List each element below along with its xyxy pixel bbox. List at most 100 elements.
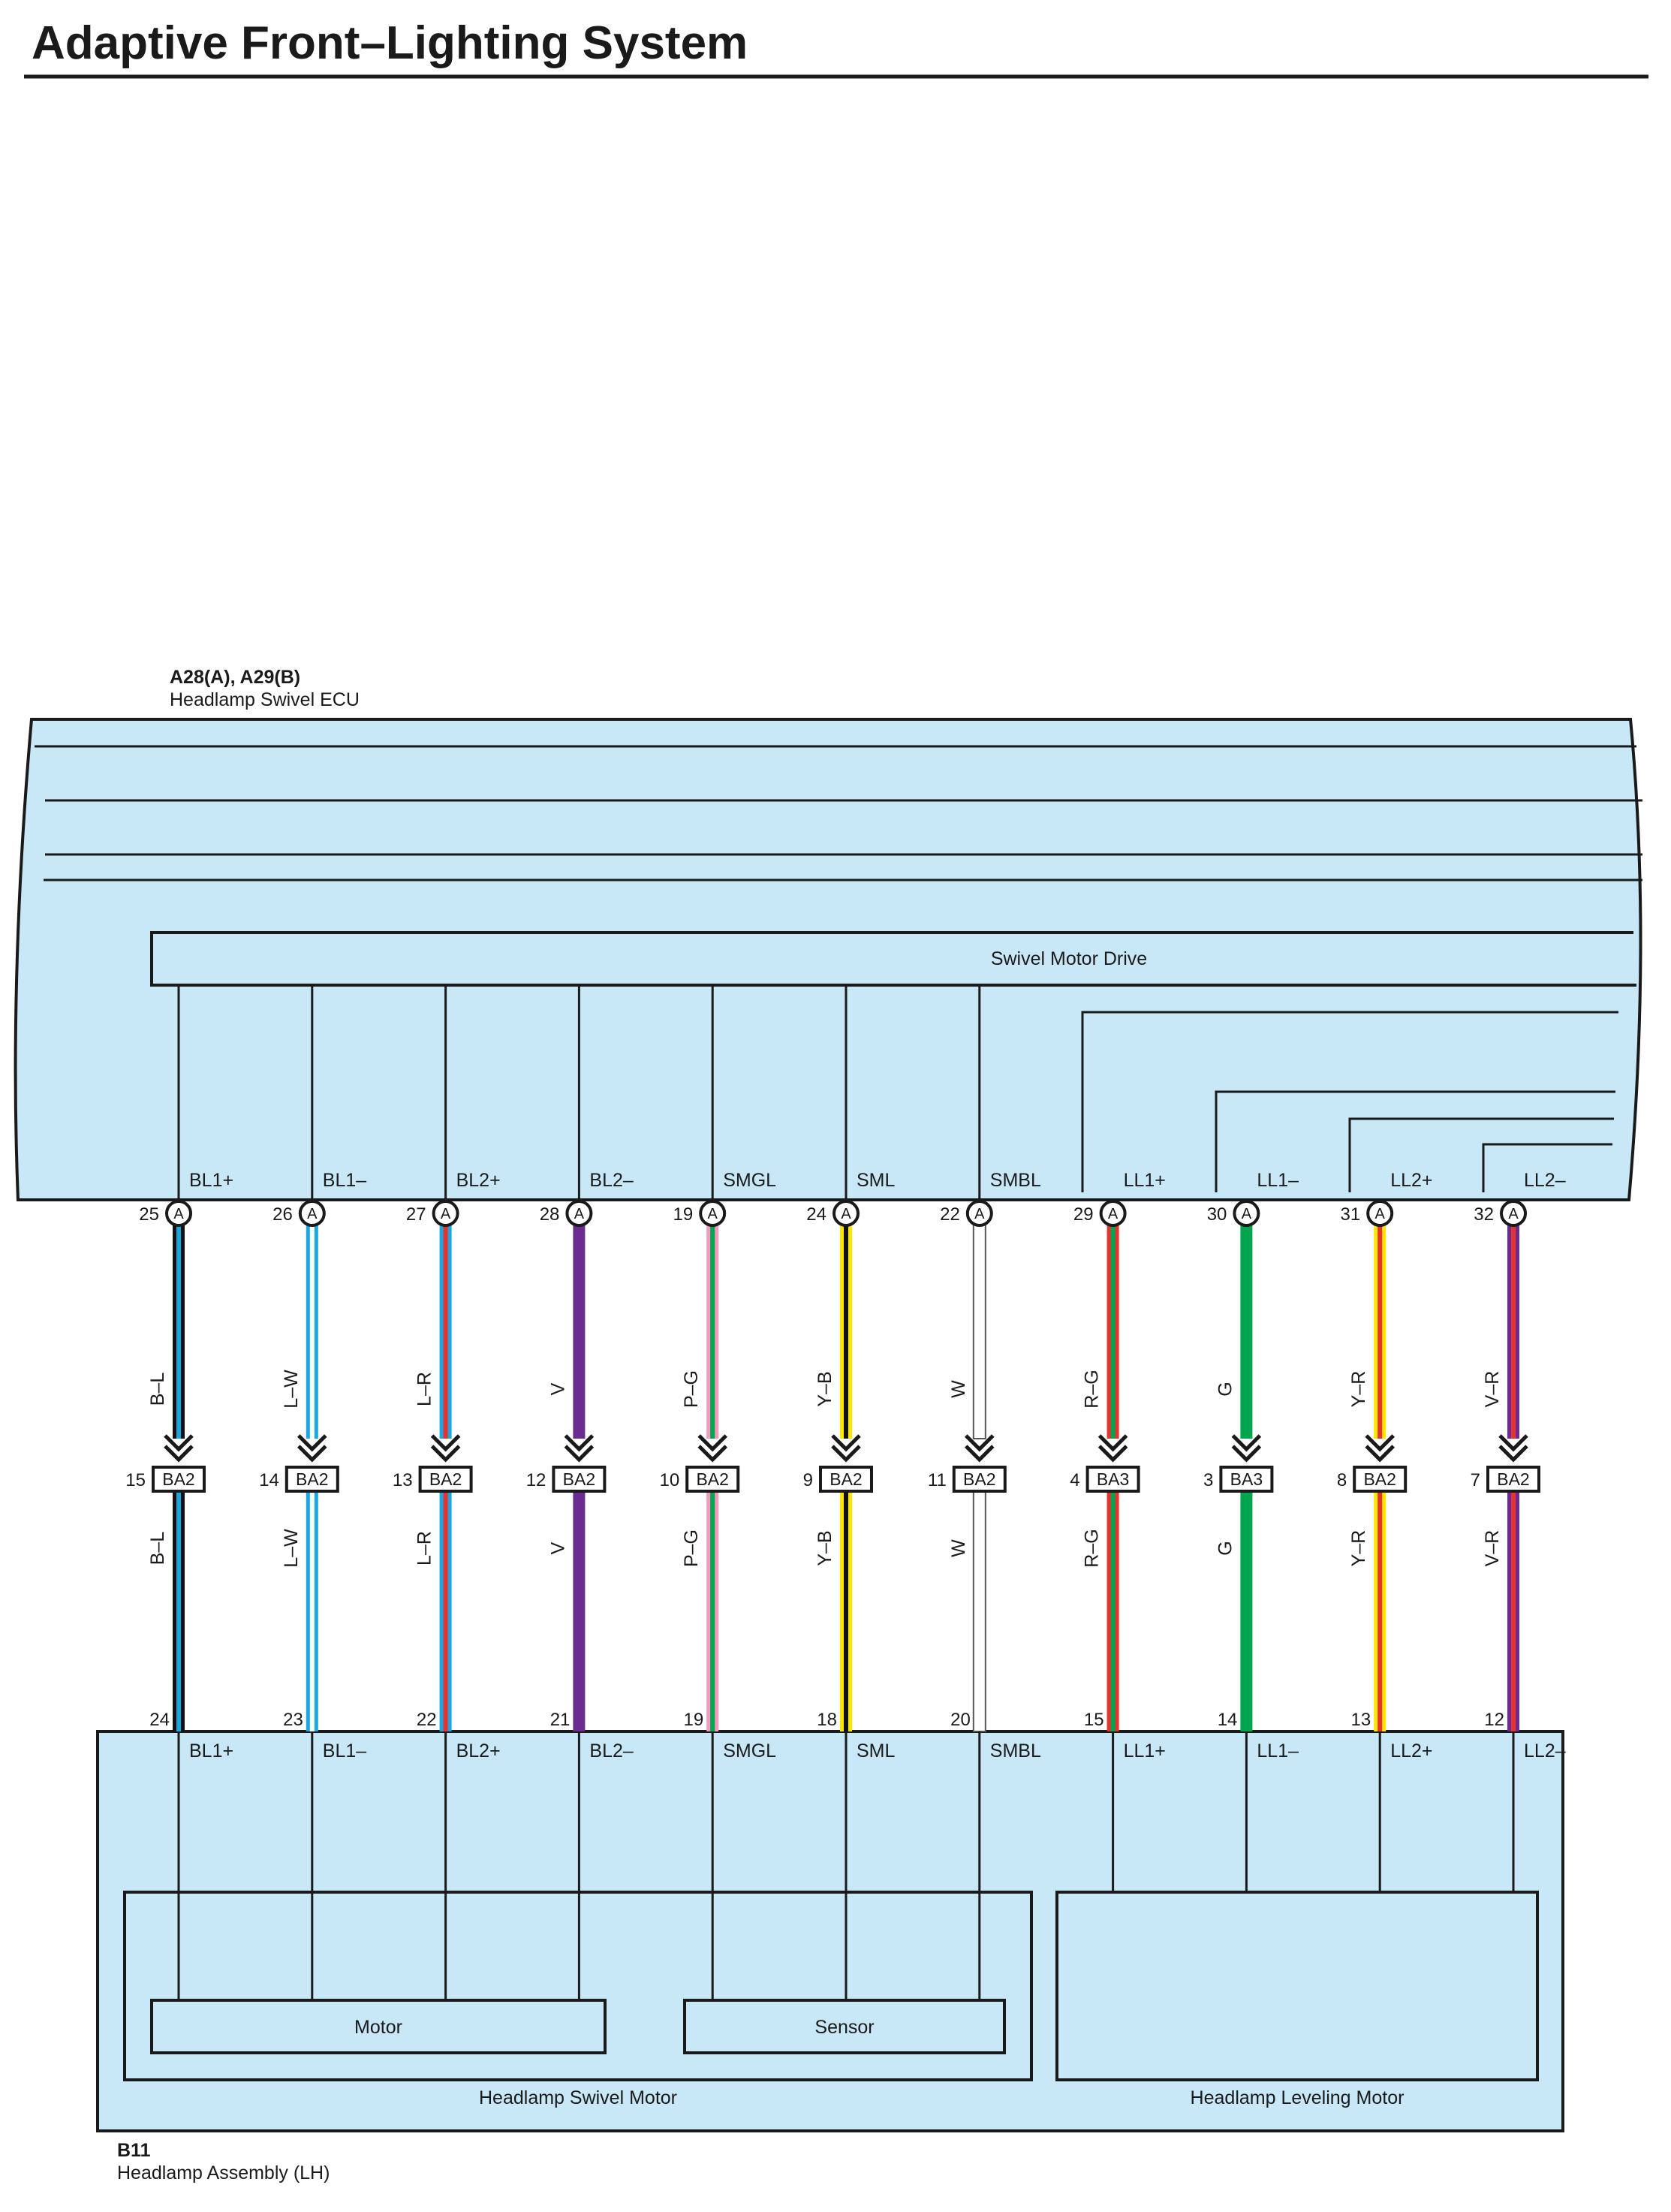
assembly-pin-number: 24 <box>149 1710 170 1730</box>
splice-arrow-icon <box>297 1434 327 1463</box>
wire-upper <box>840 1221 852 1439</box>
assembly-pin-number: 13 <box>1350 1710 1371 1730</box>
ecu-connector-circle <box>298 1200 326 1227</box>
wire-color-label-lower: Y–R <box>1348 1530 1369 1567</box>
assembly-pin-number: 12 <box>1484 1710 1504 1730</box>
wire-upper <box>573 1221 586 1439</box>
ecu-signal-label: LL1– <box>1257 1170 1299 1191</box>
wire-color-label-upper: V <box>547 1382 568 1395</box>
joint-connector-box <box>685 1466 740 1493</box>
assembly-signal-label: BL1– <box>323 1740 366 1761</box>
ecu-connector-letter: A <box>841 1206 851 1222</box>
ecu-signal-label: LL2– <box>1524 1170 1566 1191</box>
ecu-signal-label: BL2+ <box>456 1170 501 1191</box>
splice-arrow-icon <box>831 1434 861 1463</box>
splice-arrow-icon <box>1231 1434 1262 1463</box>
splice-arrow-icon <box>697 1434 727 1463</box>
assembly-signal-label: LL2– <box>1524 1740 1566 1761</box>
joint-connector-box <box>1085 1466 1140 1493</box>
wire-color-label-upper: Y–B <box>814 1371 836 1406</box>
wire-upper <box>706 1221 719 1439</box>
joint-connector-box <box>952 1466 1007 1493</box>
ecu-signal-label: BL2– <box>589 1170 633 1191</box>
ecu-signal-label: LL1+ <box>1124 1170 1166 1191</box>
splice-arrow-icon <box>164 1434 194 1463</box>
wire-lower <box>706 1491 719 1731</box>
splice-arrow-icon <box>965 1434 995 1463</box>
joint-pin-number: 11 <box>928 1470 947 1490</box>
ecu-connector-circle <box>965 1200 993 1227</box>
wire-color-label-lower: B–L <box>147 1532 168 1566</box>
circuits: BL1+A25B–LB–LBA21524BL1+BL1–A26L–WL–WBA2… <box>125 985 1566 2000</box>
ecu-connector-letter: A <box>1508 1206 1519 1222</box>
assembly-signal-label: BL1+ <box>189 1740 233 1761</box>
ecu-pin-number: 30 <box>1207 1204 1227 1225</box>
ecu-internal-lines <box>35 745 1642 881</box>
assembly-body <box>96 1730 1564 2132</box>
leveling-motor-box <box>1055 1891 1539 2081</box>
ecu-connector-circle <box>432 1200 459 1227</box>
assembly-pin-number: 23 <box>283 1710 303 1730</box>
joint-connector-label: BA2 <box>1363 1469 1396 1489</box>
swivel-motor-label: Headlamp Swivel Motor <box>479 2087 677 2108</box>
ecu-connector-circle <box>1233 1200 1260 1227</box>
joint-connector-box <box>418 1466 473 1493</box>
assembly-pin-number: 15 <box>1084 1710 1104 1730</box>
splice-arrow-icon <box>1365 1434 1395 1463</box>
ecu-connector-circle <box>1099 1200 1127 1227</box>
ecu-connector-circle <box>699 1200 727 1227</box>
ecu-connector-letter: A <box>1242 1206 1252 1222</box>
splice-arrow-icon <box>1498 1434 1528 1463</box>
wire-lower <box>1106 1491 1119 1731</box>
ecu-pin-number: 31 <box>1340 1204 1360 1225</box>
sensor-label: Sensor <box>814 2017 874 2038</box>
joint-connector-label: BA2 <box>162 1469 194 1489</box>
ecu-signal-label: SMBL <box>990 1170 1041 1191</box>
assembly-pin-number: 22 <box>417 1710 437 1730</box>
ecu-pin-number: 26 <box>272 1204 293 1225</box>
wire-upper <box>1240 1221 1253 1439</box>
joint-connector-label: BA3 <box>1097 1469 1129 1489</box>
ecu-code: A28(A), A29(B) <box>170 667 300 688</box>
splice-arrow-icon <box>430 1434 461 1463</box>
wire-upper <box>1374 1221 1386 1439</box>
joint-pin-number: 3 <box>1203 1470 1213 1490</box>
wire-color-label-lower: V <box>547 1541 568 1554</box>
assembly-signal-label: LL2+ <box>1390 1740 1432 1761</box>
joint-pin-number: 9 <box>803 1470 813 1490</box>
joint-connector-box <box>152 1466 206 1493</box>
assembly-pin-number: 14 <box>1218 1710 1238 1730</box>
wire-lower <box>1374 1491 1386 1731</box>
ecu-signal-label: BL1– <box>323 1170 366 1191</box>
joint-connector-box <box>1353 1466 1408 1493</box>
leveling-branch-lines <box>1081 1011 1618 1192</box>
wire-upper <box>1507 1221 1519 1439</box>
joint-connector-label: BA2 <box>696 1469 728 1489</box>
swivel-motor-drive-label: Swivel Motor Drive <box>991 948 1147 969</box>
splice-arrow-icon <box>564 1434 595 1463</box>
wire-color-label-lower: Y–B <box>814 1530 836 1566</box>
wire-lower <box>173 1491 185 1731</box>
wire-lower <box>972 1490 986 1732</box>
assembly-signal-label: SMBL <box>990 1740 1041 1761</box>
ecu-pin-number: 29 <box>1073 1204 1094 1225</box>
wire-color-label-upper: L–R <box>414 1372 435 1406</box>
joint-pin-number: 13 <box>393 1470 413 1490</box>
joint-connector-label: BA3 <box>1230 1469 1263 1489</box>
ecu-connector-circle <box>565 1200 593 1227</box>
sensor-box <box>683 1999 1006 2054</box>
assembly-name: Headlamp Assembly (LH) <box>117 2162 330 2183</box>
joint-pin-number: 12 <box>526 1470 546 1490</box>
wire-color-label-upper: V–R <box>1482 1371 1503 1408</box>
joint-connector-label: BA2 <box>296 1469 328 1489</box>
ecu-connector-letter: A <box>974 1206 985 1222</box>
ecu-pin-number: 19 <box>673 1204 693 1225</box>
wire-upper <box>173 1221 185 1439</box>
ecu-body <box>14 718 1642 1201</box>
